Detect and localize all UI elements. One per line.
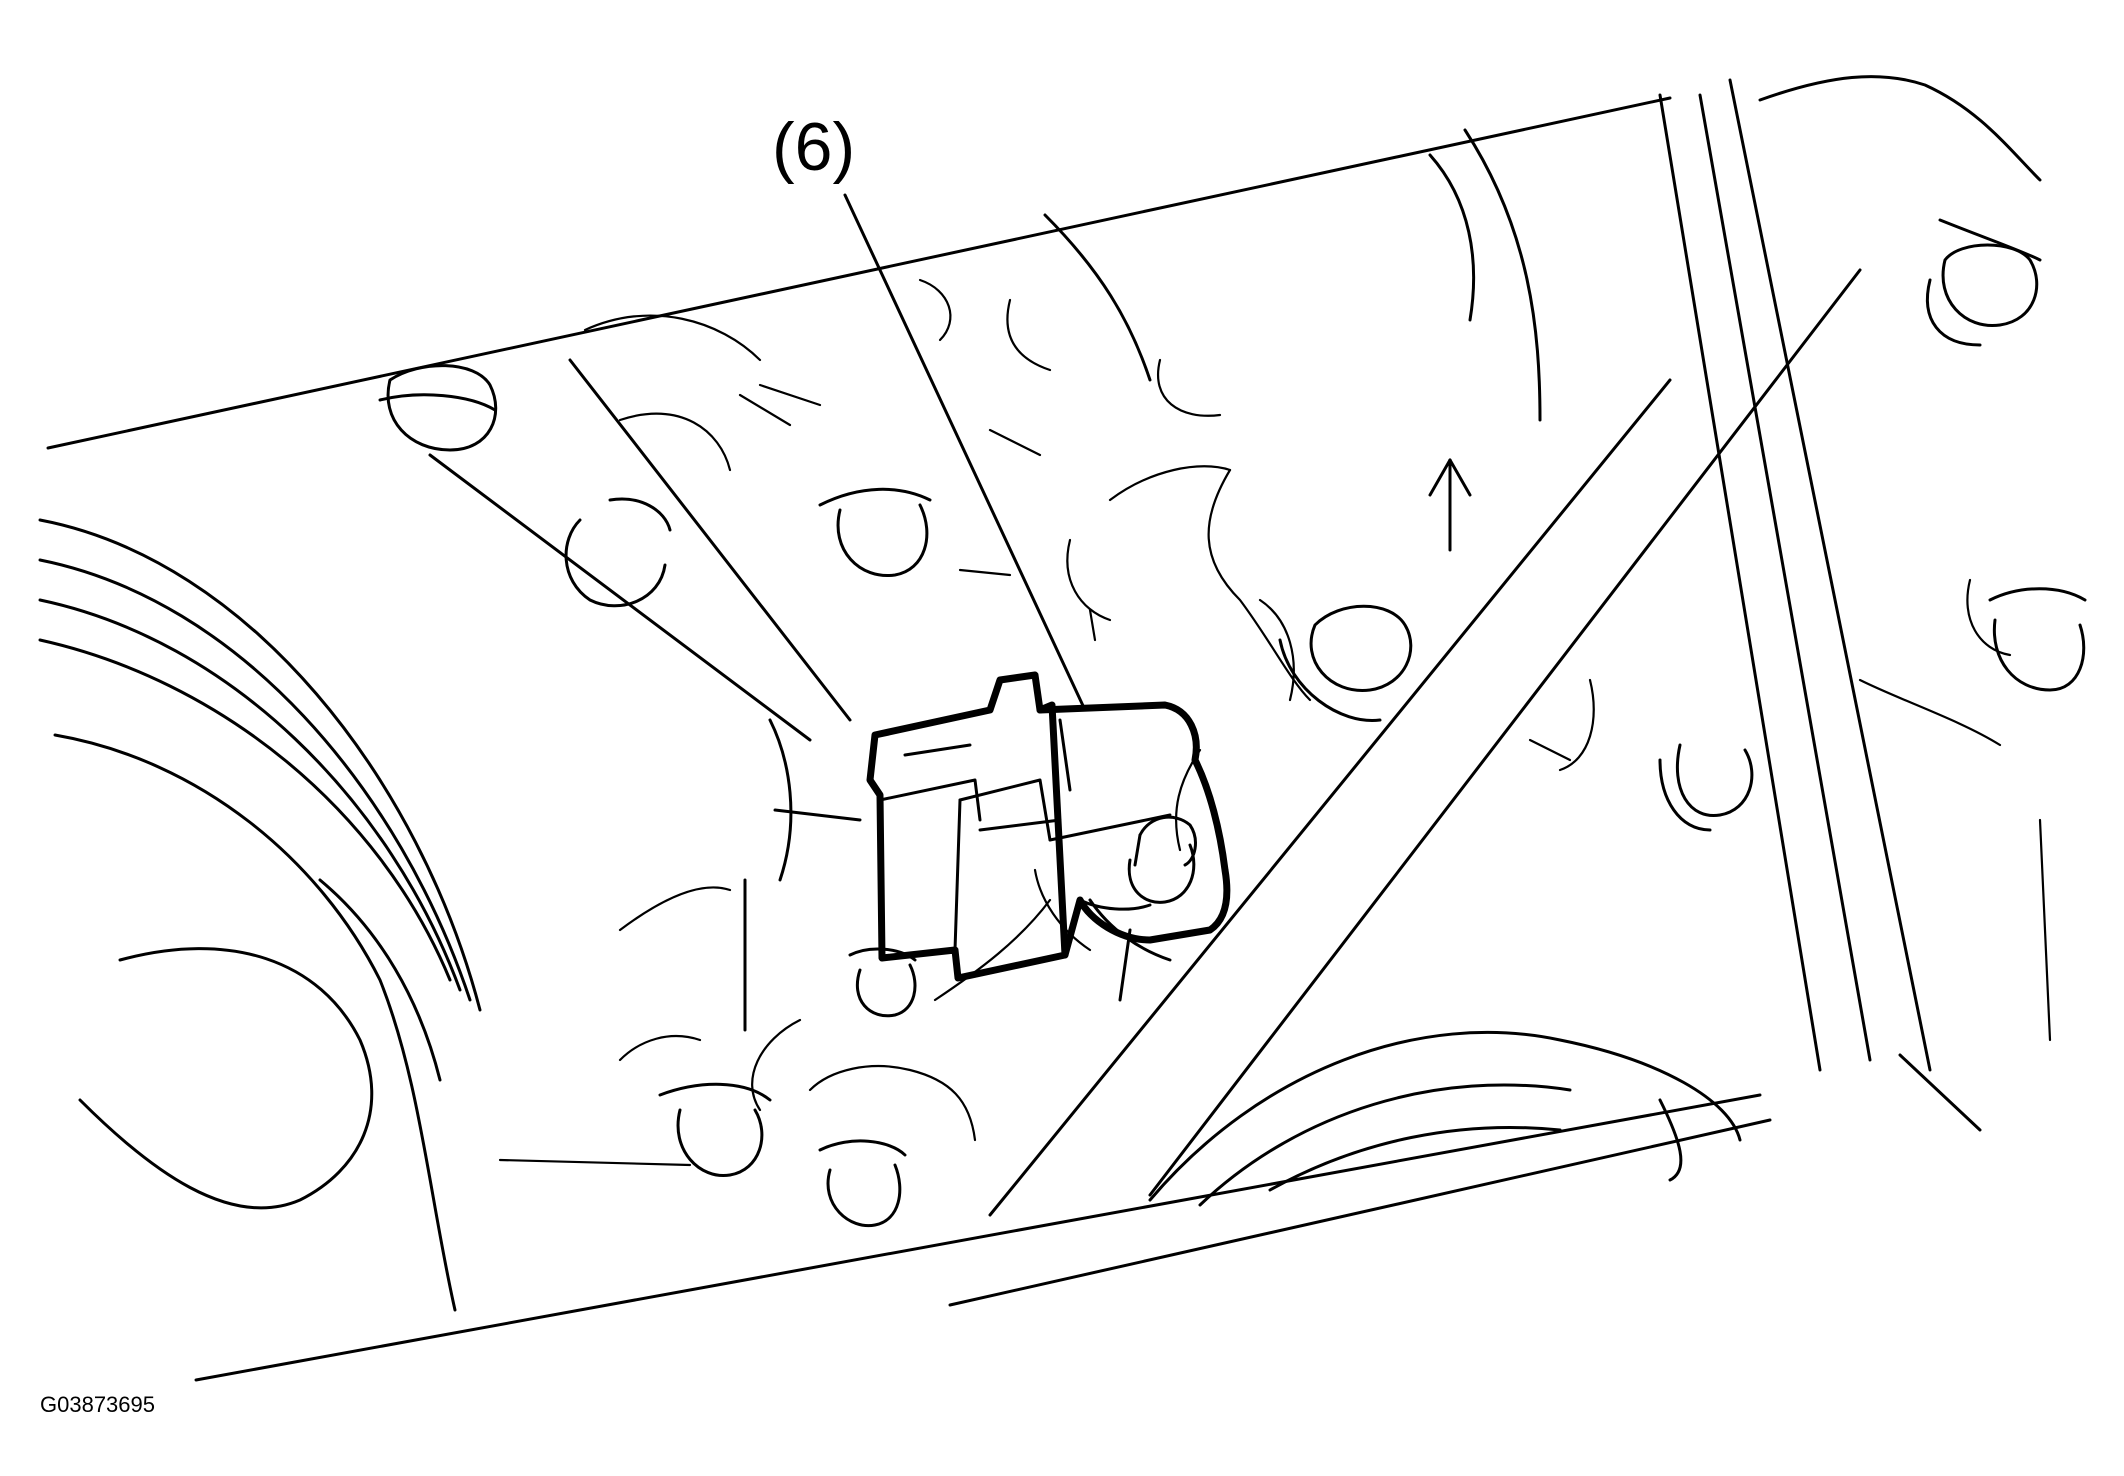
- crankshaft-pulley: [38, 518, 482, 1312]
- callout-leader-line: [843, 193, 1087, 712]
- drive-belt: [428, 78, 1982, 1217]
- idler-pulley: [1148, 1030, 1742, 1207]
- figure-id: G03873695: [40, 1392, 155, 1417]
- sensor-component: [866, 671, 1231, 982]
- casting-details: [498, 278, 2052, 1167]
- engine-housing-outline: [46, 75, 2042, 1382]
- callout-label: (6): [772, 109, 855, 185]
- mounting-bolts: [378, 243, 2087, 1228]
